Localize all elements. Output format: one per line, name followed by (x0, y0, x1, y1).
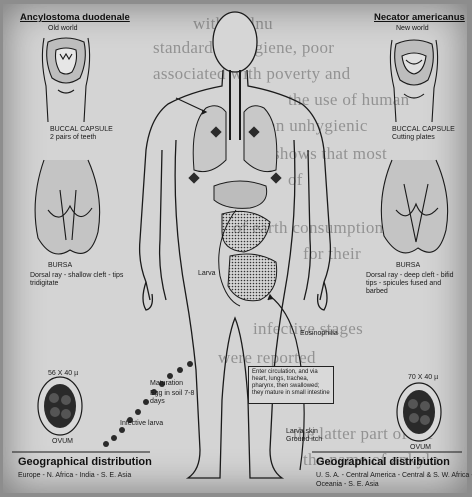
left-species-title: Ancylostoma duodenale (20, 12, 130, 23)
right-geo-title: Geographical distribution (316, 456, 450, 468)
left-ovum (38, 377, 82, 435)
left-geo-text: Europe - N. Africa - India - S. E. Asia (18, 472, 131, 480)
label-egg-stage: Egg in soil 7-8 days (150, 390, 210, 406)
left-geo-title: Geographical distribution (18, 456, 152, 468)
left-bursa-note: Dorsal ray - shallow cleft - tips tridig… (30, 272, 140, 288)
right-geo-text-1: U. S. A. - Central America - Central & S… (316, 472, 472, 480)
left-buccal-capsule (42, 38, 89, 122)
right-bursa (381, 160, 447, 253)
right-bursa-label: BURSA (396, 262, 420, 270)
label-larva: Larva (198, 270, 216, 278)
left-ovum-label: OVUM (52, 438, 73, 446)
left-bursa (35, 160, 100, 254)
migration-note-box: Enter circulation, and via heart, lungs,… (248, 366, 334, 404)
right-egg-size: 70 X 40 µ (408, 374, 438, 382)
label-infective-larva: Infective larva (120, 420, 163, 428)
left-capsule-label: BUCCAL CAPSULE (50, 126, 113, 134)
right-buccal-capsule (390, 40, 437, 122)
left-bursa-label: BURSA (48, 262, 72, 270)
right-ovum (397, 383, 441, 441)
right-capsule-label: BUCCAL CAPSULE (392, 126, 455, 134)
label-ground-itch: Ground itch (286, 436, 322, 444)
label-larva-skin: Larva skin (286, 428, 318, 436)
left-capsule-note: 2 pairs of teeth (50, 134, 96, 142)
label-maturation: Maturation (150, 380, 183, 388)
left-world-label: Old world (48, 25, 78, 33)
label-eosinophilia: Eosinophilia (300, 330, 338, 338)
right-capsule-note: Cutting plates (392, 134, 435, 142)
right-world-label: New world (396, 25, 429, 33)
right-ovum-label: OVUM (410, 444, 431, 452)
right-bursa-note: Dorsal ray - deep cleft - bifid tips - s… (366, 272, 462, 296)
left-egg-size: 56 X 40 µ (48, 370, 78, 378)
right-geo-text-2: Oceania - S. E. Asia (316, 481, 379, 489)
right-species-title: Necator americanus (374, 12, 465, 23)
